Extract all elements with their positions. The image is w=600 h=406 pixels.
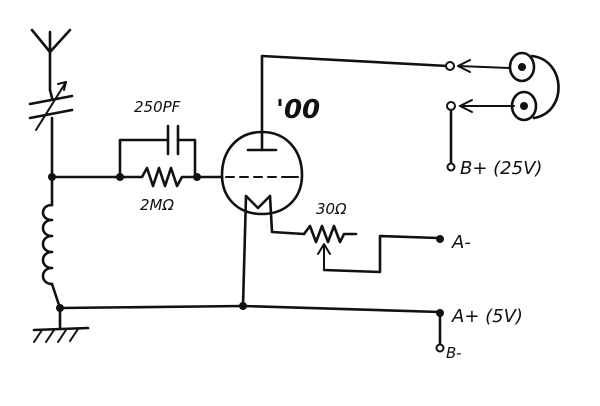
filament-lead-left [241, 194, 248, 308]
plate-lead [260, 54, 450, 134]
b-minus-terminal [435, 343, 445, 353]
filament-lead-right [268, 194, 306, 236]
b-minus-label: B- [446, 344, 461, 362]
a-plus-label: A+ (5V) [451, 306, 523, 327]
capacitor-label: 250PF [134, 98, 181, 116]
ground-symbol [32, 306, 90, 343]
a-minus-terminal [436, 235, 444, 243]
bottom-rail [58, 304, 442, 314]
tuning-coil [41, 175, 62, 310]
headphones-icon [457, 51, 560, 122]
variable-capacitor [28, 81, 74, 178]
vacuum-tube [220, 130, 304, 216]
grid-leak-resistor [118, 166, 199, 188]
headphone-terminal-top [445, 61, 455, 71]
b-plus-terminal [446, 162, 456, 172]
rheostat [302, 224, 440, 274]
tube-type-label: '00 [276, 95, 320, 125]
b-plus-label: B+ (25V) [460, 158, 542, 179]
antenna-symbol [30, 28, 72, 100]
rheostat-label: 30Ω [316, 200, 347, 218]
grid-capacitor [118, 124, 197, 179]
a-minus-label: A- [451, 232, 471, 253]
grid-leak-label: 2MΩ [140, 196, 174, 214]
